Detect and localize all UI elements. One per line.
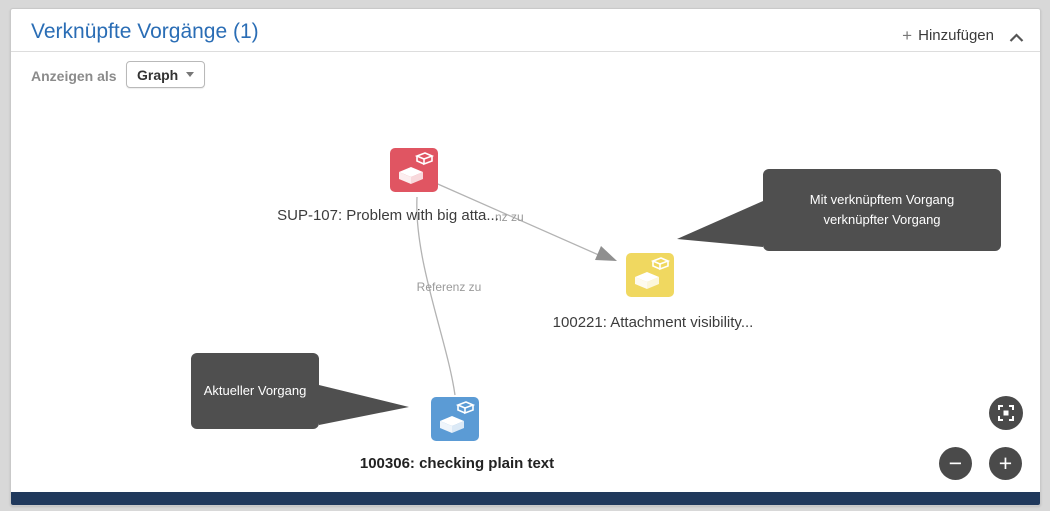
zoom-in-button[interactable]: + [989, 447, 1022, 480]
display-mode-dropdown[interactable]: Graph [126, 61, 206, 88]
chevron-up-icon [1009, 33, 1024, 42]
tooltip-pointer-left [319, 385, 409, 425]
tooltip-current-issue: Aktueller Vorgang [191, 353, 319, 429]
tooltip-pointer-right [677, 201, 763, 247]
zoom-in-icon: + [998, 450, 1013, 476]
node-label-100306: 100306: checking plain text [359, 455, 555, 472]
display-mode-value: Graph [137, 66, 179, 83]
plus-icon: + [902, 26, 913, 45]
collapsed-panel-bar[interactable] [11, 492, 1040, 505]
edge-label-referenz-zu-truncated: nz zu [495, 210, 524, 224]
issue-icon [399, 152, 435, 184]
issue-icon [440, 401, 476, 433]
tooltip-text: Mit verknüpftem Vorgang verknüpfter Vorg… [809, 191, 955, 227]
fit-view-icon [998, 405, 1014, 421]
tooltip-text: Aktueller Vorgang [203, 382, 307, 398]
collapse-button[interactable] [1007, 29, 1026, 48]
node-label-100221: 100221: Attachment visibility... [552, 314, 754, 331]
header-divider [11, 51, 1040, 52]
add-button[interactable]: + Hinzufügen [902, 27, 994, 44]
linked-issues-panel: Verknüpfte Vorgänge (1) + Hinzufügen Anz… [10, 8, 1041, 506]
edge-blue-to-red [416, 196, 456, 396]
panel-title: Verknüpfte Vorgänge (1) [31, 20, 259, 43]
fit-view-button[interactable] [989, 396, 1023, 430]
edge-label-referenz-zu: Referenz zu [416, 280, 482, 294]
issue-node-100221[interactable] [626, 253, 674, 297]
issue-node-sup-107[interactable] [390, 148, 438, 192]
edge-arrowhead-icon [595, 246, 617, 261]
issue-icon [635, 257, 671, 289]
graph-canvas[interactable]: nz zu Referenz zu [11, 9, 1040, 505]
node-label-sup-107: SUP-107: Problem with big atta... [277, 207, 499, 224]
tooltip-pointers [319, 201, 763, 425]
add-button-label: Hinzufügen [918, 27, 994, 44]
zoom-out-icon: − [948, 450, 963, 476]
graph-edges [416, 180, 617, 396]
tooltip-linked-of-linked: Mit verknüpftem Vorgang verknüpfter Vorg… [763, 169, 1001, 251]
dropdown-caret-icon [186, 72, 195, 77]
zoom-out-button[interactable]: − [939, 447, 972, 480]
display-as-label: Anzeigen als [31, 68, 117, 84]
issue-node-100306[interactable] [431, 397, 479, 441]
